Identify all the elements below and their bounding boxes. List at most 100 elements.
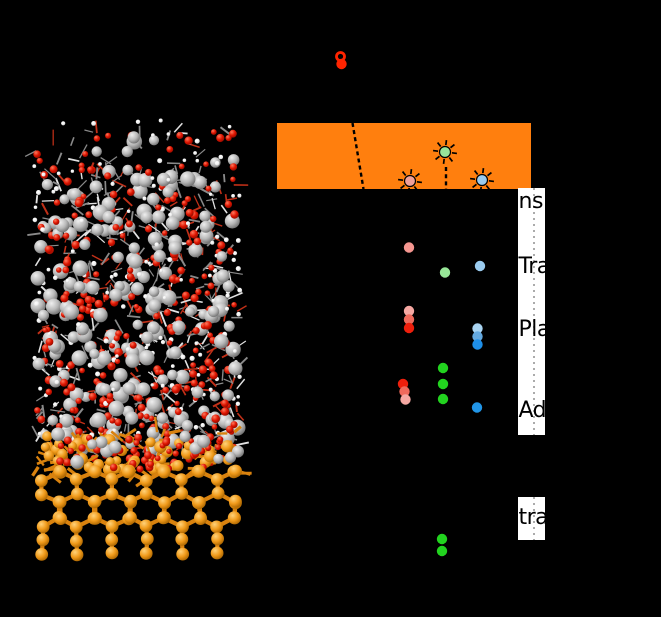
atom — [161, 290, 177, 306]
atom — [37, 309, 50, 321]
bond — [193, 195, 201, 209]
atom — [53, 465, 67, 478]
atom — [63, 436, 72, 445]
bond — [52, 181, 60, 187]
atom — [181, 420, 193, 432]
sun-ray — [485, 184, 491, 190]
atom — [82, 151, 89, 157]
atom — [126, 273, 135, 281]
atom — [225, 341, 241, 358]
atom — [114, 418, 122, 427]
atom — [223, 320, 235, 332]
atom — [204, 450, 216, 463]
atom — [57, 442, 65, 449]
atom — [144, 451, 152, 460]
atom — [162, 386, 170, 394]
atom — [211, 532, 225, 546]
atom — [189, 277, 195, 284]
atom — [204, 290, 211, 297]
bond — [86, 454, 99, 463]
atom — [91, 121, 96, 126]
atom — [107, 238, 116, 247]
atom — [93, 135, 101, 142]
atom — [84, 295, 93, 304]
sun-core — [403, 174, 417, 188]
atom — [88, 494, 102, 508]
atom — [136, 465, 144, 473]
bond — [211, 197, 216, 210]
atom — [230, 421, 238, 429]
atom — [193, 237, 202, 246]
atom — [67, 361, 75, 369]
atom — [112, 251, 124, 263]
atom — [208, 264, 215, 271]
atom — [169, 195, 177, 203]
bond — [106, 237, 118, 241]
atom — [192, 327, 200, 335]
atom — [105, 290, 110, 295]
atom — [113, 368, 128, 383]
bond — [91, 317, 95, 331]
atom — [71, 487, 84, 501]
atom — [139, 474, 153, 488]
bond — [122, 196, 133, 207]
bond — [41, 202, 49, 216]
atom — [157, 374, 169, 386]
bond — [67, 157, 80, 163]
atom — [223, 237, 229, 243]
atom — [125, 220, 133, 228]
atom — [42, 431, 53, 442]
bond — [104, 156, 118, 166]
atom — [122, 164, 134, 176]
bond — [43, 464, 57, 472]
atom — [51, 189, 56, 194]
bond — [31, 466, 40, 477]
bond — [176, 253, 187, 267]
bond — [196, 341, 205, 350]
bond — [42, 217, 51, 221]
atom — [108, 440, 122, 454]
atom — [148, 135, 160, 146]
atom — [214, 161, 220, 166]
atom — [180, 354, 186, 360]
atom — [155, 204, 162, 211]
scatter-point — [436, 533, 448, 545]
atom — [130, 447, 137, 455]
bond — [141, 320, 154, 324]
atom — [125, 347, 131, 352]
bond — [220, 204, 228, 214]
atom — [175, 532, 189, 546]
atom — [71, 240, 80, 250]
atom — [218, 154, 224, 160]
atom — [174, 400, 180, 407]
bond — [229, 407, 235, 418]
atom — [37, 415, 46, 424]
atom — [40, 442, 51, 452]
atom — [207, 282, 215, 290]
bond — [223, 174, 226, 183]
atom — [177, 266, 185, 275]
bond — [81, 345, 89, 360]
sun-marker-green — [432, 139, 458, 165]
atom — [61, 121, 66, 126]
atom — [203, 161, 209, 167]
atom — [135, 119, 141, 125]
atom — [227, 124, 232, 129]
green-trajectories — [436, 267, 451, 557]
atom — [95, 371, 101, 377]
bond — [128, 304, 135, 316]
atom — [75, 397, 82, 404]
bond — [87, 389, 95, 393]
atom — [172, 460, 184, 472]
atom — [226, 425, 234, 434]
atom — [33, 150, 41, 158]
atom — [185, 221, 191, 226]
atom — [105, 519, 119, 533]
atom — [162, 296, 167, 300]
atom — [207, 305, 220, 318]
atom — [78, 305, 87, 313]
atom — [93, 307, 108, 323]
atom — [86, 302, 93, 309]
atom — [35, 474, 48, 487]
atom — [210, 215, 217, 223]
